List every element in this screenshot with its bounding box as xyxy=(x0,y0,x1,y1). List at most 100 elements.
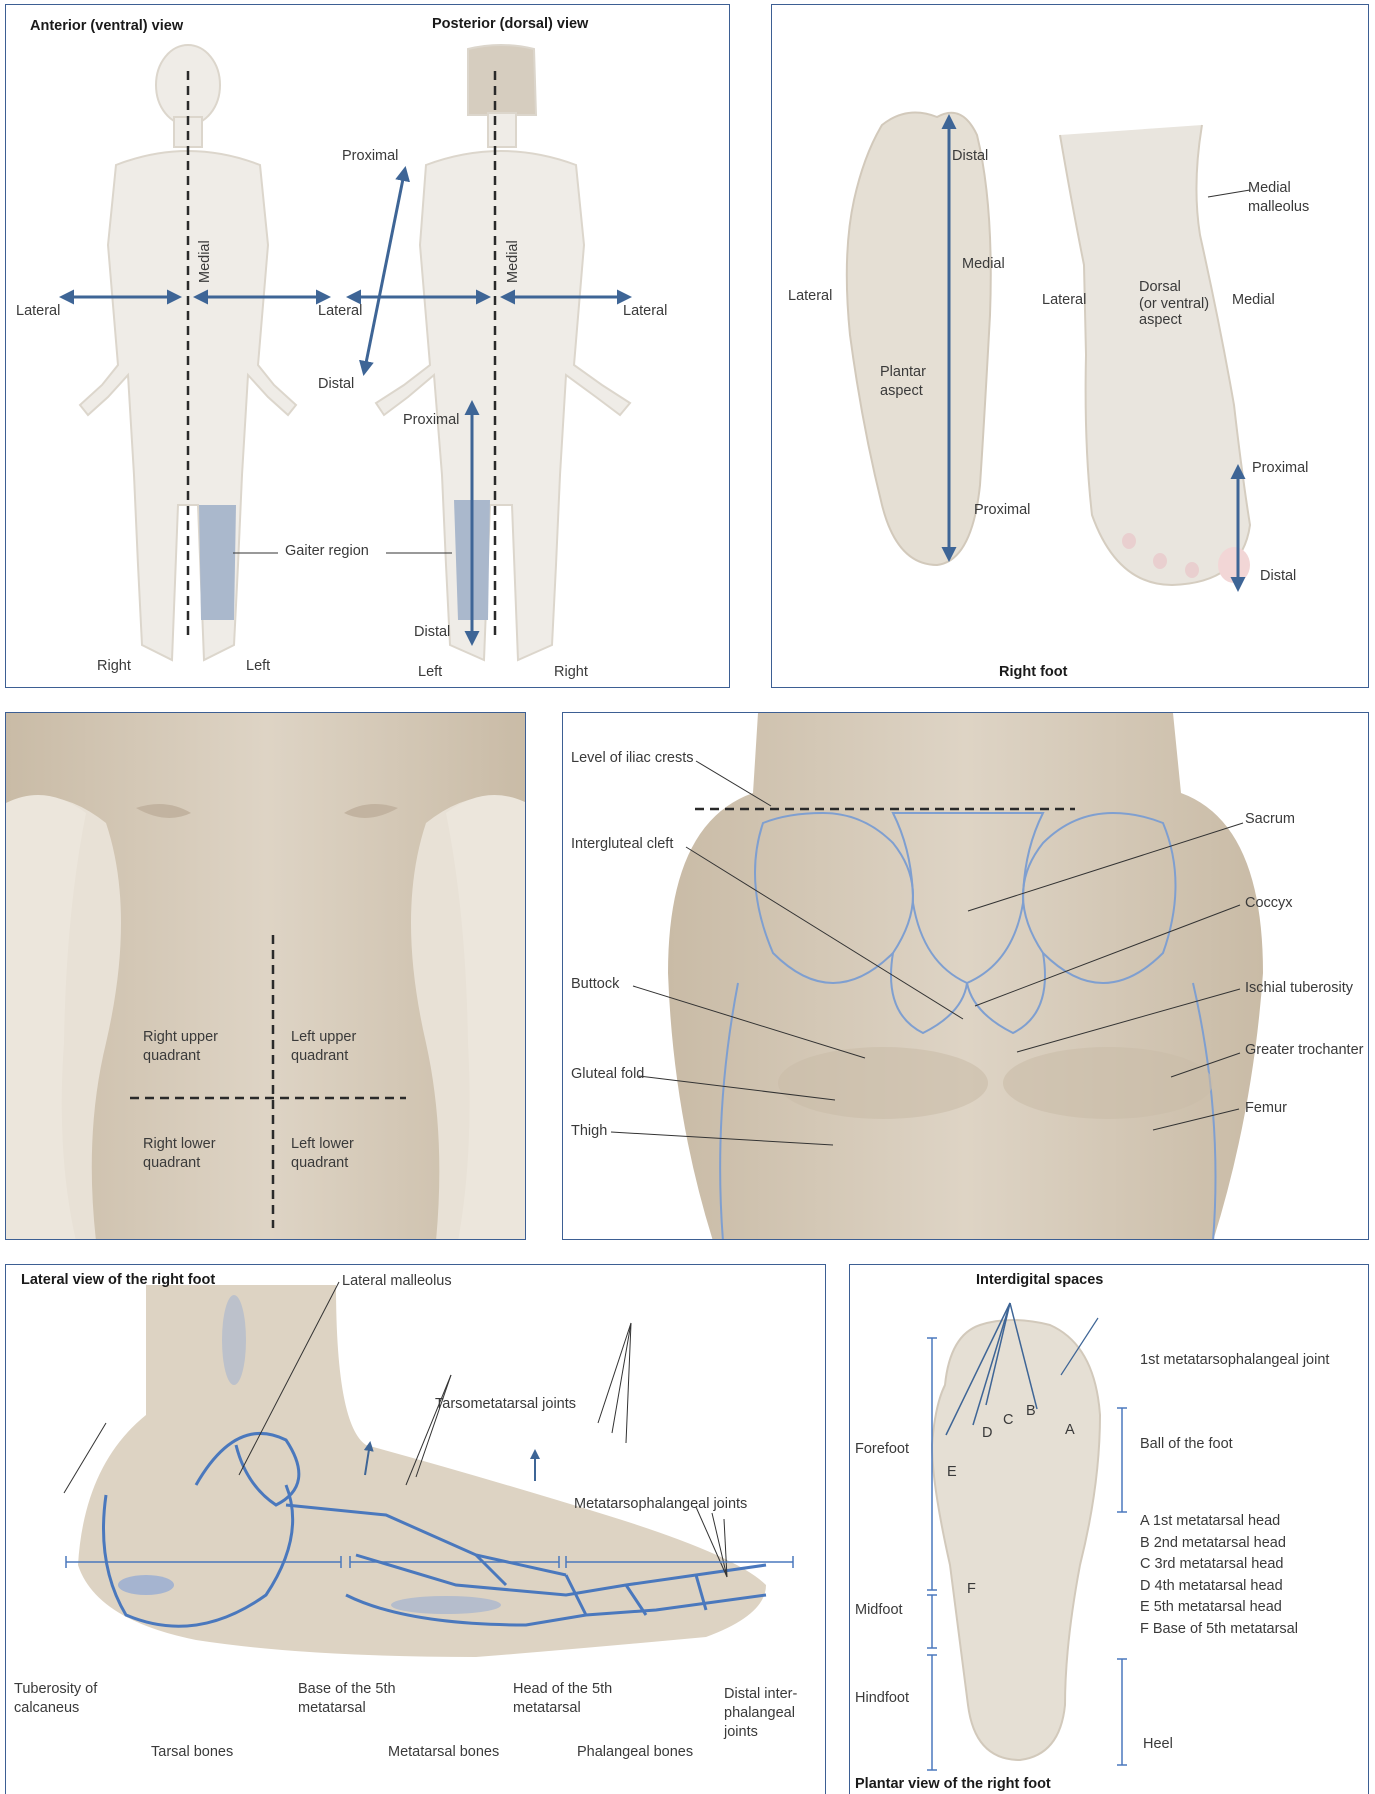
toe-nail-3 xyxy=(1153,553,1167,569)
anterior-view-title: Anterior (ventral) view xyxy=(30,17,183,36)
sacrum-label: Sacrum xyxy=(1245,810,1295,829)
fibula-highlight xyxy=(222,1295,246,1385)
abdomen-figure xyxy=(6,713,526,1240)
plantar-view-title: Plantar view of the right foot xyxy=(855,1775,1051,1794)
toe-nail-2 xyxy=(1185,562,1199,578)
letter-e: E xyxy=(947,1463,957,1482)
plantar-medial-label: Medial xyxy=(962,255,1005,274)
plantar-lateral-label: Lateral xyxy=(788,287,832,306)
big-toe-nail xyxy=(1218,547,1250,583)
left-lower-quadrant-label: Left lower quadrant xyxy=(291,1135,354,1173)
buttock-label: Buttock xyxy=(571,975,619,994)
leg-distal-label: Distal xyxy=(414,623,450,642)
greater-trochanter-label: Greater trochanter xyxy=(1245,1041,1363,1060)
lateral-foot-title: Lateral view of the right foot xyxy=(21,1271,215,1290)
anterior-gaiter-shade xyxy=(199,505,236,620)
thigh-label: Thigh xyxy=(571,1122,607,1141)
first-mtp-joint-label: 1st metatarsophalangeal joint xyxy=(1140,1351,1329,1370)
tuberosity-calcaneus-label: Tuberosity of calcaneus xyxy=(14,1680,97,1718)
phalangeal-bones-label: Phalangeal bones xyxy=(577,1743,693,1762)
iliac-crests-label: Level of iliac crests xyxy=(571,749,694,768)
legend-item-e: E 5th metatarsal head xyxy=(1140,1597,1298,1619)
coccyx-label: Coccyx xyxy=(1245,894,1293,913)
plantar-view-foot-shape xyxy=(932,1320,1100,1760)
dorsal-aspect-label: Dorsal (or ventral) aspect xyxy=(1139,279,1209,329)
tarsal-bones-label: Tarsal bones xyxy=(151,1743,233,1762)
anterior-right-label: Right xyxy=(97,657,131,676)
anterior-medial-label: Medial xyxy=(196,240,215,283)
arm-proximal-label: Proximal xyxy=(342,147,398,166)
legend-item-c: C 3rd metatarsal head xyxy=(1140,1554,1298,1576)
lateral-foot-figure xyxy=(6,1265,826,1794)
arm-proximal-distal-arrow xyxy=(364,169,405,373)
toe-nail-4 xyxy=(1122,533,1136,549)
posterior-medial-label: Medial xyxy=(504,240,523,283)
dorsal-proximal-label: Proximal xyxy=(1252,459,1308,478)
dorsal-lateral-label: Lateral xyxy=(1042,291,1086,310)
letter-f: F xyxy=(967,1580,976,1599)
right-lower-quadrant-label: Right lower quadrant xyxy=(143,1135,216,1173)
left-upper-quadrant-label: Left upper quadrant xyxy=(291,1028,356,1066)
letter-a: A xyxy=(1065,1421,1075,1440)
plantar-proximal-label: Proximal xyxy=(974,501,1030,520)
femur-label: Femur xyxy=(1245,1099,1287,1118)
letter-d: D xyxy=(982,1424,992,1443)
gaiter-region-label: Gaiter region xyxy=(285,542,369,561)
tarsometatarsal-joints-label: Tarsometatarsal joints xyxy=(435,1395,576,1414)
forefoot-label: Forefoot xyxy=(855,1440,909,1459)
mtp-joints-label: Metatarsophalangeal joints xyxy=(574,1495,747,1514)
interdigital-spaces-label: Interdigital spaces xyxy=(976,1271,1103,1290)
base-5th-metatarsal-label: Base of the 5th metatarsal xyxy=(298,1680,396,1718)
ball-of-foot-label: Ball of the foot xyxy=(1140,1435,1233,1454)
abdomen-quadrants-panel: Right upper quadrant Left upper quadrant… xyxy=(5,712,526,1240)
legend-item-b: B 2nd metatarsal head xyxy=(1140,1533,1298,1555)
letter-b: B xyxy=(1026,1402,1036,1421)
body-figures xyxy=(6,5,730,688)
right-gluteal-fold-shade xyxy=(1003,1047,1213,1119)
right-foot-panel: Distal Medial Lateral Plantar aspect Pro… xyxy=(771,4,1369,688)
dorsal-foot-shape xyxy=(1060,125,1250,585)
hindfoot-label: Hindfoot xyxy=(855,1689,909,1708)
ischial-tuberosity-label: Ischial tuberosity xyxy=(1245,979,1353,998)
arm-distal-label: Distal xyxy=(318,375,354,394)
calcaneus-highlight xyxy=(118,1575,174,1595)
legend-item-f: F Base of 5th metatarsal xyxy=(1140,1619,1298,1641)
dorsal-medial-label: Medial xyxy=(1232,291,1275,310)
intergluteal-cleft-label: Intergluteal cleft xyxy=(571,835,673,854)
letter-c: C xyxy=(1003,1411,1013,1430)
pelvis-panel: Level of iliac crests Intergluteal cleft… xyxy=(562,712,1369,1240)
metatarsal-highlight xyxy=(391,1596,501,1614)
lateral-foot-panel: Lateral view of the right foot Lateral m… xyxy=(5,1264,826,1794)
posterior-view-title: Posterior (dorsal) view xyxy=(432,15,588,34)
posterior-left-label: Left xyxy=(418,663,442,682)
posterior-lateral-label: Lateral xyxy=(623,302,667,321)
metatarsal-bones-label: Metatarsal bones xyxy=(388,1743,499,1762)
midfoot-label: Midfoot xyxy=(855,1601,903,1620)
posterior-right-label: Right xyxy=(554,663,588,682)
plantar-foot-panel: Interdigital spaces 1st metatarsophalang… xyxy=(849,1264,1369,1794)
medial-malleolus-label: Medial malleolus xyxy=(1248,179,1309,217)
mid-lateral-label: Lateral xyxy=(318,302,362,321)
left-gluteal-fold-shade xyxy=(778,1047,988,1119)
heel-label: Heel xyxy=(1143,1735,1173,1754)
legend-item-a: A 1st metatarsal head xyxy=(1140,1511,1298,1533)
anterior-left-label: Left xyxy=(246,657,270,676)
posterior-figure xyxy=(376,45,630,660)
lateral-malleolus-label: Lateral malleolus xyxy=(342,1272,452,1291)
pelvis-figure xyxy=(563,713,1369,1240)
metatarsal-legend: A 1st metatarsal head B 2nd metatarsal h… xyxy=(1140,1511,1298,1640)
leg-proximal-label: Proximal xyxy=(403,411,459,430)
dorsal-distal-label: Distal xyxy=(1260,567,1296,586)
right-upper-quadrant-label: Right upper quadrant xyxy=(143,1028,218,1066)
body-orientation-panel: Anterior (ventral) view Posterior (dorsa… xyxy=(5,4,730,688)
legend-item-d: D 4th metatarsal head xyxy=(1140,1576,1298,1598)
head-5th-metatarsal-label: Head of the 5th metatarsal xyxy=(513,1680,612,1718)
anterior-lateral-label: Lateral xyxy=(16,302,60,321)
malleolus-leader xyxy=(1208,190,1250,197)
plantar-distal-label: Distal xyxy=(952,147,988,166)
plantar-foot-shape xyxy=(847,113,991,566)
plantar-aspect-label: Plantar aspect xyxy=(880,363,926,401)
right-foot-title: Right foot xyxy=(999,663,1067,682)
gluteal-fold-label: Gluteal fold xyxy=(571,1065,644,1084)
distal-interphalangeal-label: Distal inter- phalangeal joints xyxy=(724,1685,797,1742)
